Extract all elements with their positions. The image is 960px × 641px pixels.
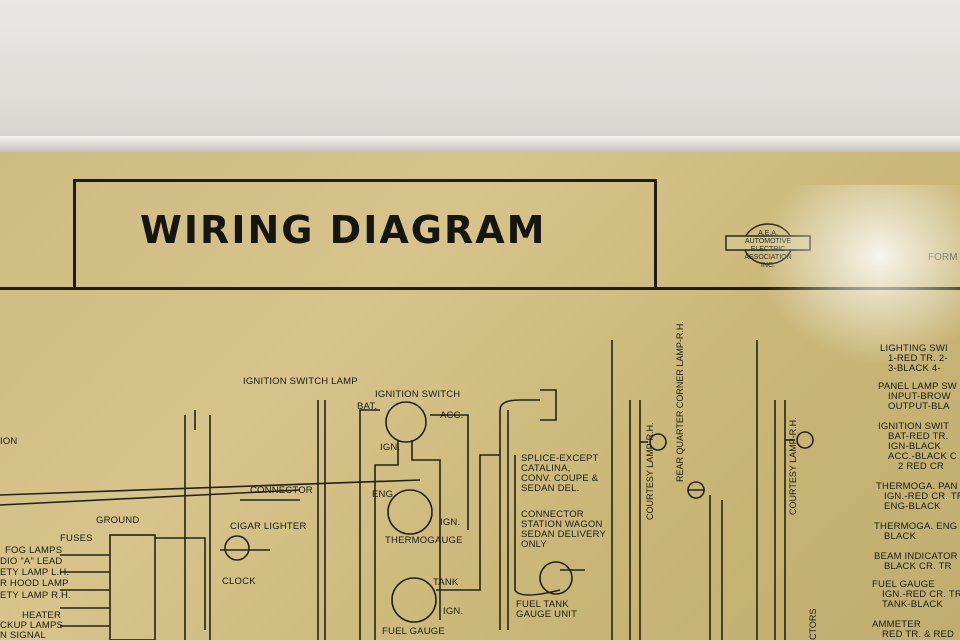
legend-line: IGNITION SWIT (878, 421, 950, 432)
label-hood-lamp: R HOOD LAMP (0, 578, 69, 589)
legend-line: AMMETER (872, 619, 921, 630)
label-thermogauge: THERMOGAUGE (385, 535, 463, 546)
label-ignition-switch: IGNITION SWITCH (375, 389, 461, 400)
label-fog-lamps: FOG LAMPS (5, 545, 63, 556)
label-acc: ACC. (440, 410, 464, 421)
legend-line: LIGHTING SWI (880, 343, 948, 354)
legend-line: BLACK CR. TR (884, 561, 952, 572)
legend-line: BLACK (884, 531, 917, 542)
legend-line: ENG-BLACK (884, 501, 941, 512)
legend-line: PANEL LAMP SW (878, 381, 957, 392)
label-conn-4: ONLY (521, 539, 547, 550)
label-ctors: CTORS (808, 608, 818, 640)
label-splice-2: CATALINA, (521, 463, 571, 474)
wall-background (0, 0, 960, 160)
label-ignition-switch-lamp: IGNITION SWITCH LAMP (243, 376, 358, 387)
label-splice-4: SEDAN DEL. (521, 483, 580, 494)
label-radio-lead: DIO "A" LEAD (0, 556, 63, 567)
legend-line: OUTPUT-BLA (888, 401, 950, 412)
legend-line: ACC.-BLACK C (888, 451, 957, 462)
label-fuel-tank-2: GAUGE UNIT (516, 609, 578, 620)
seal-line: ASSOCIATION (744, 254, 792, 261)
diagram-title: WIRING DIAGRAM (140, 208, 547, 252)
legend-line: 3-BLACK 4- (888, 363, 941, 374)
legend-line: BAT-RED TR. (888, 431, 949, 442)
label-safety-lamp-lh: ETY LAMP L.H. (0, 567, 70, 578)
label-fuel-tank-1: FUEL TANK (516, 599, 569, 610)
label-connector: CONNECTOR (250, 485, 313, 496)
legend-line: IGN.-RED CR. TR (884, 491, 960, 502)
legend-line: 1-RED TR. 2- (888, 353, 948, 364)
label-splice-3: CONV. COUPE & (521, 473, 599, 484)
label-ion: ION (0, 436, 18, 447)
form-label: FORM (928, 252, 958, 263)
label-ign-fuel: IGN. (443, 606, 464, 617)
label-conn-2: STATION WAGON (521, 519, 603, 530)
legend-line: THERMOGA. ENG (874, 521, 958, 532)
title-frame (73, 179, 657, 289)
label-bat: BAT. (357, 401, 378, 412)
label-clock: CLOCK (222, 576, 256, 587)
label-splice-1: SPLICE-EXCEPT (521, 453, 599, 464)
seal-line: INC. (761, 262, 775, 269)
legend-line: 2 RED CR (898, 461, 944, 472)
seal-text: A.E.A. AUTOMOTIVE ELECTRIC ASSOCIATION I… (728, 230, 808, 270)
label-heater: HEATER (22, 610, 62, 621)
legend-line: RED TR. & RED (882, 629, 955, 640)
seal-line: A.E.A. (758, 230, 778, 237)
label-courtesy-lamp-rh-2: COURTESY LAMP-R.H. (788, 417, 798, 515)
label-fuses: FUSES (60, 533, 93, 544)
label-ign-thermo: IGN. (440, 517, 461, 528)
legend-line: IGN-BLACK (888, 441, 942, 452)
seal-line: AUTOMOTIVE ELECTRIC (744, 238, 792, 253)
label-conn-3: SEDAN DELIVERY (521, 529, 606, 540)
legend-line: INPUT-BROW (888, 391, 951, 402)
title-rule (0, 287, 960, 290)
label-signal: N SIGNAL (0, 630, 46, 641)
plastic-sleeve-edge (0, 136, 960, 154)
label-rear-quarter: REAR QUARTER CORNER LAMP-R.H. (675, 321, 685, 482)
label-cigar-lighter: CIGAR LIGHTER (230, 521, 307, 532)
legend-line: THERMOGA. PAN (876, 481, 958, 492)
label-ign: IGN. (380, 442, 401, 453)
label-ground: GROUND (96, 515, 140, 526)
label-tank: TANK (433, 577, 459, 588)
label-courtesy-lamp-rh: COURTESY LAMP-R.H. (645, 422, 655, 520)
label-conn-1: CONNECTOR (521, 509, 584, 520)
legend-line: TANK-BLACK (882, 599, 943, 610)
label-eng: ENG. (372, 489, 397, 500)
label-safety-lamp-rh: ETY LAMP R.H. (0, 590, 71, 601)
legend-line: IGN.-RED CR. TR (882, 589, 960, 600)
label-backup-lamps: CKUP LAMPS (0, 620, 64, 631)
legend-line: FUEL GAUGE (872, 579, 935, 590)
wiring-lines (0, 340, 814, 640)
label-fuel-gauge: FUEL GAUGE (382, 626, 445, 637)
legend-line: BEAM INDICATOR (874, 551, 958, 562)
